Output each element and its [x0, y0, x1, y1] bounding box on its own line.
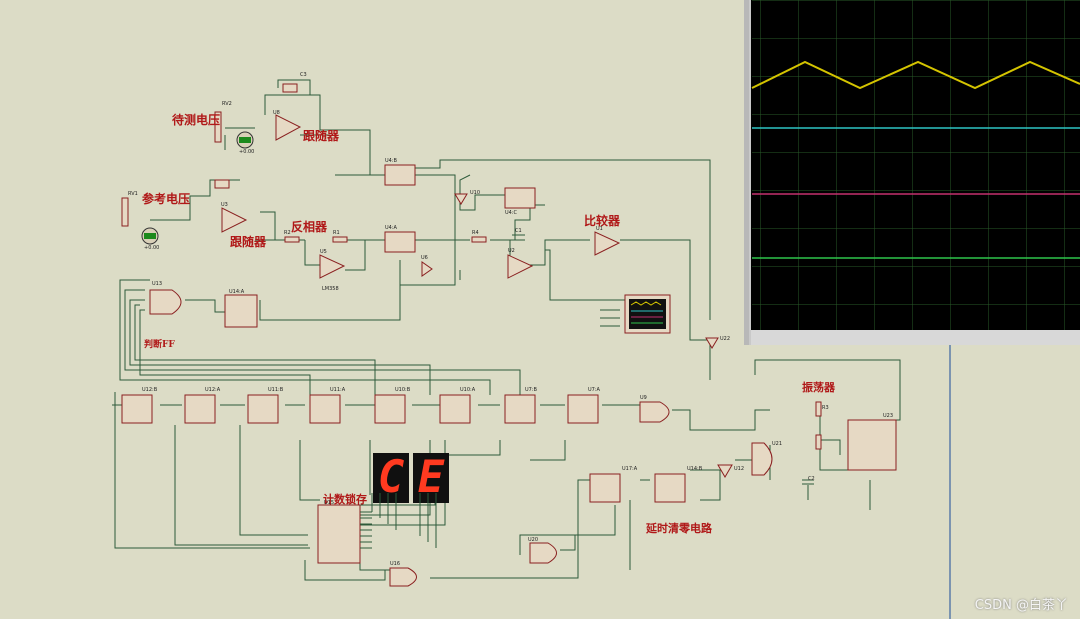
part-u3: U3	[221, 202, 228, 208]
part-rv2: RV2	[222, 101, 232, 107]
label-comparator: 比较器	[584, 214, 621, 228]
part-u15: U15	[324, 500, 335, 506]
part-r4: R4	[472, 230, 479, 236]
part-r3: R3	[822, 405, 829, 411]
part-u6: U6	[421, 255, 428, 261]
counter-label-2: U11:B	[268, 387, 284, 393]
part-c1: C1	[515, 228, 522, 234]
meter-val-2: +0.00	[144, 245, 160, 251]
part-u16: U16	[390, 561, 401, 567]
oscilloscope-window[interactable]	[744, 0, 1080, 619]
label-follower-1: 跟随器	[303, 129, 340, 143]
counter-label-6: U7:B	[525, 387, 537, 393]
label-clear-circuit: 延时清零电路	[646, 522, 712, 535]
watermark: CSDN @白茶丫	[974, 598, 1068, 613]
counter-row	[121, 394, 670, 424]
part-u10: U10	[470, 190, 481, 196]
part-u4b: U4:B	[385, 158, 397, 164]
judge-ff-block	[149, 289, 719, 349]
seven-seg-digit-2: E	[417, 452, 445, 503]
counter-label-1: U12:A	[205, 387, 221, 393]
counter-label-7: U7:A	[588, 387, 600, 393]
part-opamp-model: LM358	[322, 286, 339, 292]
part-c3: C3	[300, 72, 307, 78]
part-u8: U8	[273, 110, 280, 116]
latch-block	[317, 493, 557, 587]
clear-block	[589, 442, 773, 503]
part-u13: U13	[152, 281, 163, 287]
part-u9: U9	[640, 395, 647, 401]
analog-middle	[284, 164, 671, 334]
label-inverter: 反相器	[291, 220, 328, 234]
part-u22: U22	[720, 336, 731, 342]
oscillator-block	[802, 401, 897, 485]
seven-seg-display	[373, 453, 449, 503]
part-u17a: U17:A	[622, 466, 638, 472]
part-r2: R2	[284, 230, 291, 236]
meter-val-1: +0.00	[239, 149, 255, 155]
seven-seg-digit-1: C	[377, 452, 405, 503]
label-reference-voltage: 参考电压	[142, 192, 191, 206]
part-u23: U23	[883, 413, 894, 419]
wire-net	[112, 79, 901, 581]
part-r1: R1	[333, 230, 340, 236]
part-rv1: RV1	[128, 191, 138, 197]
part-u12: U12	[734, 466, 745, 472]
input-section-reference	[121, 179, 248, 245]
counter-label-4: U10:B	[395, 387, 411, 393]
counter-label-5: U10:A	[460, 387, 476, 393]
part-u20: U20	[528, 537, 539, 543]
part-c2: C2	[808, 476, 815, 482]
part-u1: U1	[596, 226, 603, 232]
scope-trace-ch1	[751, 60, 1080, 90]
part-u14b: U14:B	[687, 466, 703, 472]
part-u4a: U4:A	[385, 225, 397, 231]
label-count-latch: 计数锁存	[323, 493, 367, 506]
part-u4c: U4:C	[505, 210, 518, 216]
label-oscillator: 振荡器	[802, 381, 835, 394]
counter-label-0: U12:B	[142, 387, 158, 393]
input-section-measured	[214, 83, 302, 149]
part-u14a: U14:A	[229, 289, 245, 295]
part-u2: U2	[508, 248, 515, 254]
label-judge-ff: 判断FF	[144, 340, 175, 350]
part-u21: U21	[772, 441, 783, 447]
label-follower-2: 跟随器	[230, 235, 267, 249]
part-u5: U5	[320, 249, 327, 255]
label-measured-voltage: 待测电压	[172, 113, 221, 127]
counter-label-3: U11:A	[330, 387, 346, 393]
